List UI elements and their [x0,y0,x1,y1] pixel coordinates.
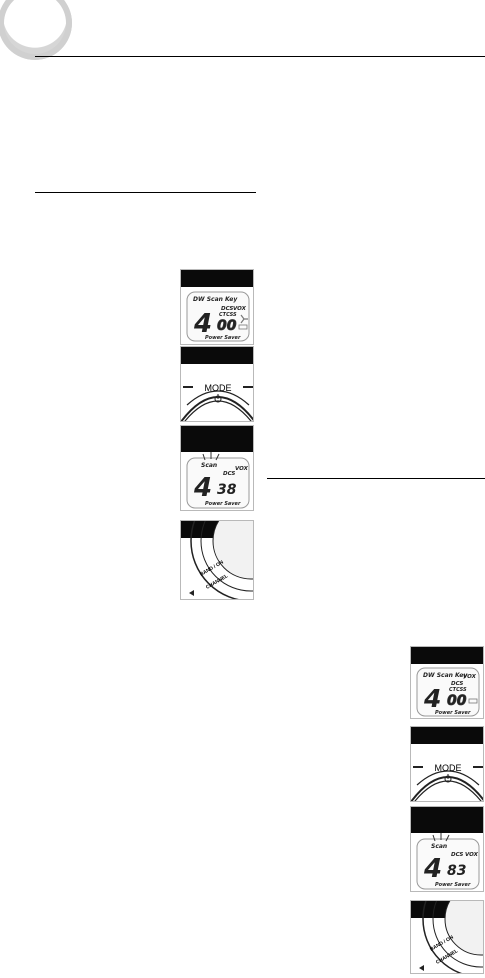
lcd-code-number: 38 [217,482,237,498]
lcd-channel-number: 4 [423,684,441,713]
lcd-top-row: DW Scan Key [423,672,468,679]
dial-text-channel: CHANNEL [435,948,459,965]
lcd-code-number: 00 [447,693,467,709]
lcd-vox-label: VOX [465,852,479,858]
lcd-vox-label: VOX [235,466,249,472]
mode-label: MODE [205,383,232,393]
lcd-footer: Power Saver [435,882,471,888]
lcd-dcs-label: DCS [223,471,235,477]
lcd-scan-display-photo-2: Scan DCS VOX 4 83 Power Saver [410,806,484,892]
lcd-channel-number: 4 [423,854,442,884]
lcd-ctcss-label: CTCSS [449,687,467,693]
section-rule-right [267,478,485,479]
panel-header-band [411,727,483,744]
panel-header-band [411,647,483,664]
channel-dial-photo-2: BAND / ON CHANNEL [410,900,484,974]
lcd-scan-display-photo: Scan DCS VOX 4 38 Power Saver [180,425,254,511]
dial-text-band: BAND / ON [429,934,455,952]
panel-header-band [411,807,483,833]
mode-button-photo: MODE [180,346,254,422]
lcd-vox-label: VOX [463,674,477,680]
lcd-dcs-label: DCS [451,852,463,858]
panel-header-band [181,426,253,452]
lcd-display-photo-2: DW Scan Key DCS VOX CTCSS 4 00 Power Sav… [410,646,484,719]
lcd-footer: Power Saver [205,501,241,507]
lcd-channel-number: 4 [193,309,212,339]
lcd-dcs-label: DCS [221,306,233,312]
section-rule-left [35,192,256,193]
lcd-scan-label: Scan [201,462,217,469]
dial-text-channel: CHANNEL [205,573,229,590]
lcd-footer: Power Saver [205,335,241,341]
lcd-scan-label: Scan [431,843,447,850]
lcd-code-number: 00 [217,318,237,334]
top-rule [35,56,485,57]
dial-text-band: BAND / ON [199,559,225,577]
panel-header-band [181,347,253,364]
lcd-footer: Power Saver [435,710,471,716]
channel-dial-photo: BAND / ON CHANNEL [180,520,254,600]
lcd-code-number: 83 [447,863,466,879]
mode-label: MODE [435,763,462,773]
mode-button-photo-2: MODE [410,726,484,802]
page-tab-circle [0,0,72,60]
lcd-channel-number: 4 [193,473,212,503]
lcd-vox-label: VOX [233,306,247,312]
panel-header-band [181,270,253,287]
lcd-display-photo: DW Scan Key DCS VOX CTCSS 4 00 Power Sav… [180,269,254,345]
lcd-top-row: DW Scan Key [193,296,238,303]
lcd-ctcss-label: CTCSS [219,312,237,318]
lcd-dcs-label: DCS [451,681,463,687]
